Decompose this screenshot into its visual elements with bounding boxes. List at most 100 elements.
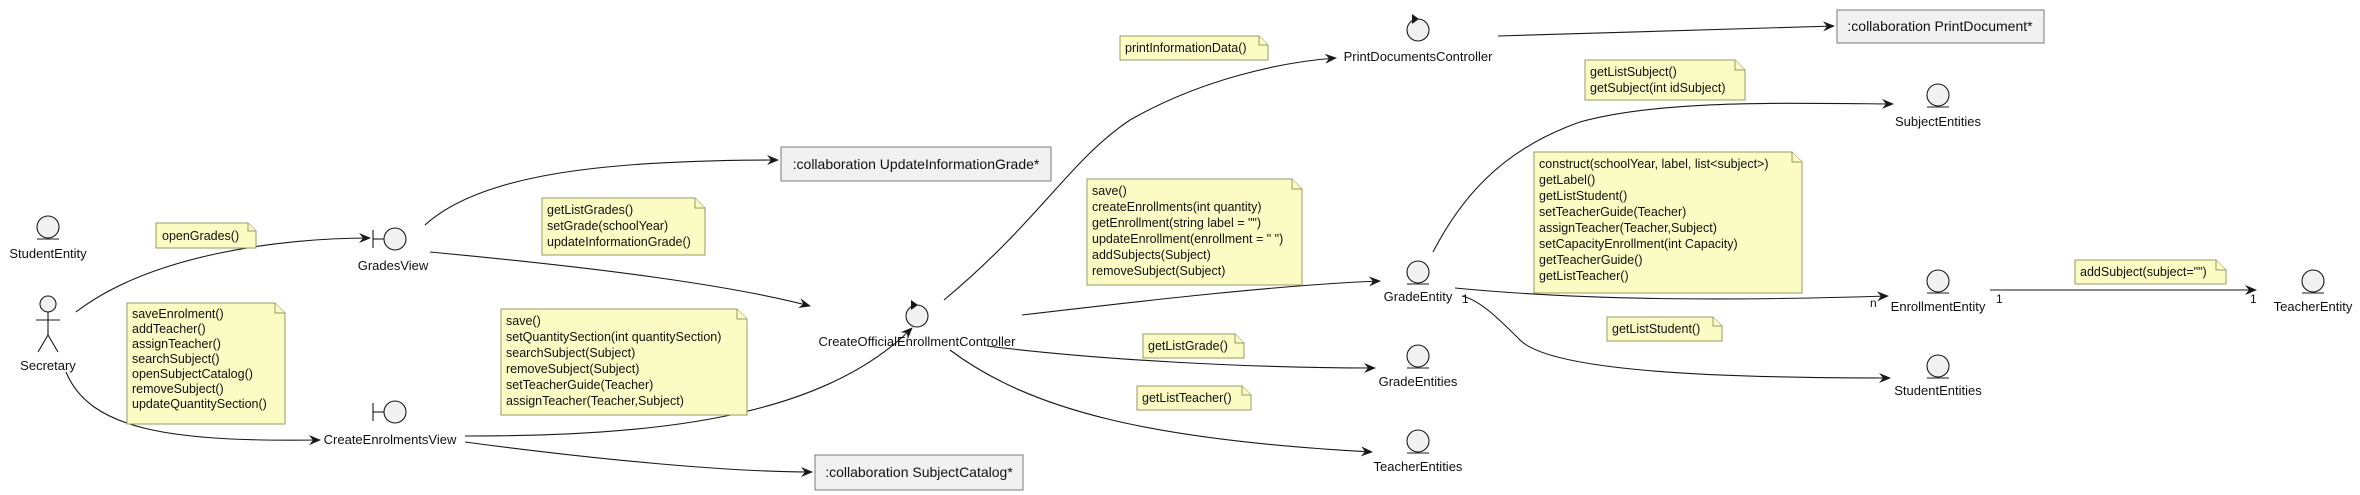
grade-entity-label: GradeEntity (1384, 289, 1453, 304)
note-line: getListStudent() (1539, 189, 1627, 203)
note-line: openGrades() (162, 229, 239, 243)
student-entities-label: StudentEntities (1894, 383, 1982, 398)
note-line: assignTeacher(Teacher,Subject) (1539, 221, 1717, 235)
collaboration-subject-catalog[interactable]: :collaboration SubjectCatalog* (814, 454, 1024, 491)
create-official-enrollment-controller-node[interactable]: CreateOfficialEnrollmentController (818, 300, 1016, 349)
edge-gradesview-collab-updategrade (424, 155, 779, 226)
create-enrolments-view-node[interactable]: CreateEnrolmentsView (324, 400, 457, 447)
collaboration-update-information-grade[interactable]: :collaboration UpdateInformationGrade* (780, 146, 1052, 182)
multiplicity-grade-side: 1 (1462, 292, 1469, 306)
note-line: removeSubject(Subject) (1092, 264, 1225, 278)
note-line: addSubject(subject="") (2080, 265, 2207, 279)
boundary-icon (372, 227, 407, 251)
grade-entity-node[interactable]: GradeEntity (1384, 260, 1453, 304)
note-line: addSubjects(Subject) (1092, 248, 1211, 262)
note-line: searchSubject() (132, 352, 220, 366)
note-subject-ops: getListSubject() getSubject(int idSubjec… (1584, 59, 1746, 101)
enrollment-entity-node[interactable]: EnrollmentEntity (1891, 269, 1986, 314)
create-enrolments-view-label: CreateEnrolmentsView (324, 432, 457, 447)
teacher-entities-label: TeacherEntities (1374, 459, 1463, 474)
actor-icon (36, 295, 60, 353)
note-secretary-ops: saveEnrolment() addTeacher() assignTeach… (126, 302, 286, 425)
edge-gradesview-controller (429, 251, 811, 309)
note-line: getSubject(int idSubject) (1590, 81, 1726, 95)
teacher-entity-label: TeacherEntity (2274, 299, 2353, 314)
note-open-grades: openGrades() (155, 222, 257, 249)
collaboration-label: :collaboration UpdateInformationGrade* (793, 156, 1040, 172)
note-line: removeSubject(Subject) (506, 362, 639, 376)
subject-entities-label: SubjectEntities (1895, 114, 1981, 129)
entity-icon (2301, 269, 2325, 293)
note-grade-entity-ops: construct(schoolYear, label, list<subjec… (1533, 151, 1803, 294)
note-line: updateQuantitySection() (132, 397, 267, 411)
student-entity-node[interactable]: StudentEntity (9, 215, 87, 261)
note-line: getListGrade() (1148, 339, 1228, 353)
student-entity-label: StudentEntity (9, 246, 87, 261)
note-line: searchSubject(Subject) (506, 346, 635, 360)
note-get-list-grade: getListGrade() (1142, 333, 1245, 359)
note-add-subject: addSubject(subject="") (2074, 259, 2227, 285)
multiplicity-enrollment-to-teacher: 1 (1996, 292, 2003, 306)
collaboration-print-document[interactable]: :collaboration PrintDocument* (1836, 9, 2045, 44)
edge-createenrolments-controller (464, 327, 913, 437)
edge-controller-gradeentities (986, 345, 1376, 373)
entity-icon (1406, 429, 1430, 453)
teacher-entities-node[interactable]: TeacherEntities (1374, 429, 1463, 474)
entity-icon (36, 215, 60, 239)
grade-entities-label: GradeEntities (1379, 374, 1458, 389)
note-line: getLabel() (1539, 173, 1595, 187)
edges (65, 21, 2257, 477)
entity-icon (1406, 260, 1430, 284)
note-enrolments-ops: save() setQuantitySection(int quantitySe… (500, 308, 748, 416)
edge-secretary-createenrolmentsview (65, 371, 321, 446)
grade-entities-node[interactable]: GradeEntities (1379, 344, 1458, 389)
edge-gradeentity-subjectentities (1432, 98, 1894, 253)
enrollment-entity-label: EnrollmentEntity (1891, 299, 1986, 314)
note-line: getListGrades() (547, 203, 633, 217)
note-line: construct(schoolYear, label, list<subjec… (1539, 157, 1769, 171)
student-entities-node[interactable]: StudentEntities (1894, 354, 1982, 398)
collaboration-label: :collaboration PrintDocument* (1847, 18, 2033, 34)
note-line: getListTeacher() (1539, 269, 1629, 283)
multiplicities: 1 n 1 1 (1462, 292, 2257, 310)
note-line: setCapacityEnrollment(int Capacity) (1539, 237, 1738, 251)
note-controller-ops: save() createEnrollments(int quantity) g… (1086, 178, 1303, 286)
teacher-entity-node[interactable]: TeacherEntity (2274, 269, 2353, 314)
note-line: getEnrollment(string label = "") (1092, 216, 1261, 230)
print-documents-controller-node[interactable]: PrintDocumentsController (1344, 14, 1494, 64)
edge-controller-teacherentities (949, 349, 1373, 457)
note-print-info: printInformationData() (1119, 35, 1269, 61)
control-icon (1406, 14, 1430, 42)
entity-icon (1926, 83, 1950, 107)
note-line: printInformationData() (1125, 41, 1247, 55)
note-line: getListSubject() (1590, 65, 1677, 79)
note-line: getListTeacher() (1142, 391, 1232, 405)
note-line: setQuantitySection(int quantitySection) (506, 330, 721, 344)
entity-icon (1926, 269, 1950, 293)
note-line: updateEnrollment(enrollment = " ") (1092, 232, 1283, 246)
note-line: removeSubject() (132, 382, 224, 396)
grades-view-node[interactable]: GradesView (358, 227, 429, 273)
note-line: setGrade(schoolYear) (547, 219, 668, 233)
note-get-list-teacher: getListTeacher() (1136, 385, 1252, 411)
edge-gradeentity-studententities (1461, 295, 1891, 383)
subject-entities-node[interactable]: SubjectEntities (1895, 83, 1981, 129)
controller-label: CreateOfficialEnrollmentController (818, 334, 1016, 349)
note-line: updateInformationGrade() (547, 235, 691, 249)
print-controller-label: PrintDocumentsController (1344, 49, 1494, 64)
edge-controller-gradeentity (1021, 276, 1381, 316)
note-line: getTeacherGuide() (1539, 253, 1643, 267)
edge-createenrolments-collab-subjectcatalog (464, 441, 813, 477)
secretary-actor[interactable]: Secretary (20, 295, 76, 373)
note-get-list-student: getListStudent() (1606, 316, 1723, 342)
note-line: saveEnrolment() (132, 307, 224, 321)
collaboration-label: :collaboration SubjectCatalog* (825, 464, 1013, 480)
edge-gradeentity-enrollmententity (1454, 287, 1889, 302)
edge-secretary-gradesview (75, 233, 371, 313)
note-line: createEnrollments(int quantity) (1092, 200, 1262, 214)
entity-icon (1926, 354, 1950, 378)
note-line: save() (506, 314, 541, 328)
entity-icon (1406, 344, 1430, 368)
edge-printcontroller-collab-printdocument (1497, 21, 1835, 37)
note-grades-ops: getListGrades() setGrade(schoolYear) upd… (541, 197, 706, 256)
